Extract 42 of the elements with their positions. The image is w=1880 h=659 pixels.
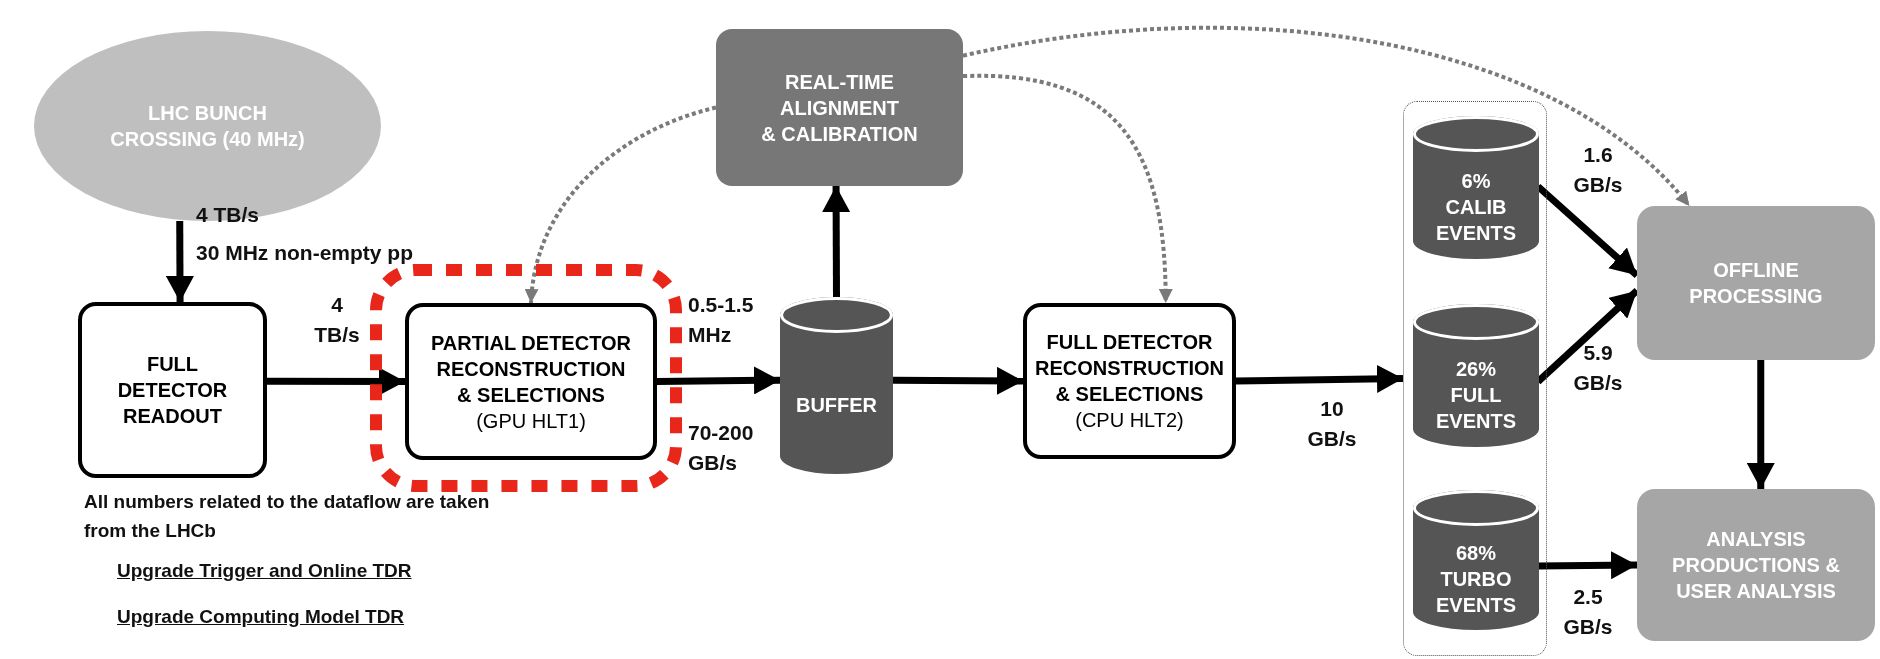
node-label: FULL DETECTOR READOUT [116, 352, 229, 429]
arrow [1537, 551, 1638, 580]
arrow [165, 221, 194, 302]
node-label: 26% FULL EVENTS [1435, 356, 1517, 434]
edge-label: 5.9 GB/s [1572, 340, 1624, 397]
edge-label: 0.5-1.5 MHz [688, 292, 755, 349]
dotted-arrow [525, 105, 717, 304]
node-label: PARTIAL DETECTOR RECONSTRUCTION & SELECTIONS [430, 330, 632, 408]
node-label: ANALYSIS PRODUCTIONS & USER ANALYSIS [1671, 527, 1841, 604]
arrow [822, 186, 851, 297]
arrow [892, 366, 1024, 395]
process-box [405, 303, 657, 460]
dotted-arrow [963, 74, 1173, 304]
reference-link: Upgrade Trigger and Online TDR [117, 560, 412, 582]
reference-link: Upgrade Computing Model TDR [117, 606, 405, 628]
node-label: 6% CALIB EVENTS [1435, 168, 1517, 246]
node-subtitle: (CPU HLT2) [1075, 408, 1184, 433]
node-subtitle: (GPU HLT1) [476, 408, 586, 434]
edge-label: 2.5 GB/s [1562, 584, 1614, 641]
process-box [716, 29, 963, 186]
rate-label: 70-200 GB/s [688, 420, 755, 477]
node-label: BUFFER [795, 392, 878, 418]
process-box [1637, 489, 1875, 641]
arrow [267, 367, 405, 396]
edge-label: 4 TB/s [196, 202, 261, 228]
process-box [78, 302, 267, 478]
dotted-arrow [962, 26, 1691, 208]
edge-label: 4 TB/s [313, 292, 361, 349]
node-label: REAL-TIME ALIGNMENT & CALIBRATION [760, 69, 919, 147]
node-label: 68% TURBO EVENTS [1435, 541, 1517, 618]
note-text: All numbers related to the dataflow are taken from the LHCb [84, 490, 491, 543]
edge-label: 1.6 GB/s [1572, 142, 1624, 199]
process-box [1637, 206, 1875, 360]
node-label: LHC BUNCH CROSSING (40 MHz) [109, 101, 306, 152]
arrow [656, 366, 781, 395]
arrow [1746, 360, 1775, 489]
process-box [1023, 303, 1236, 459]
node-label: OFFLINE PROCESSING [1688, 258, 1824, 309]
node-label: FULL DETECTOR RECONSTRUCTION & SELECTIONS [1034, 330, 1225, 407]
rate-label: 30 MHz non-empty pp [196, 240, 413, 266]
arrow [1235, 364, 1404, 393]
edge-label: 10 GB/s [1306, 396, 1358, 453]
